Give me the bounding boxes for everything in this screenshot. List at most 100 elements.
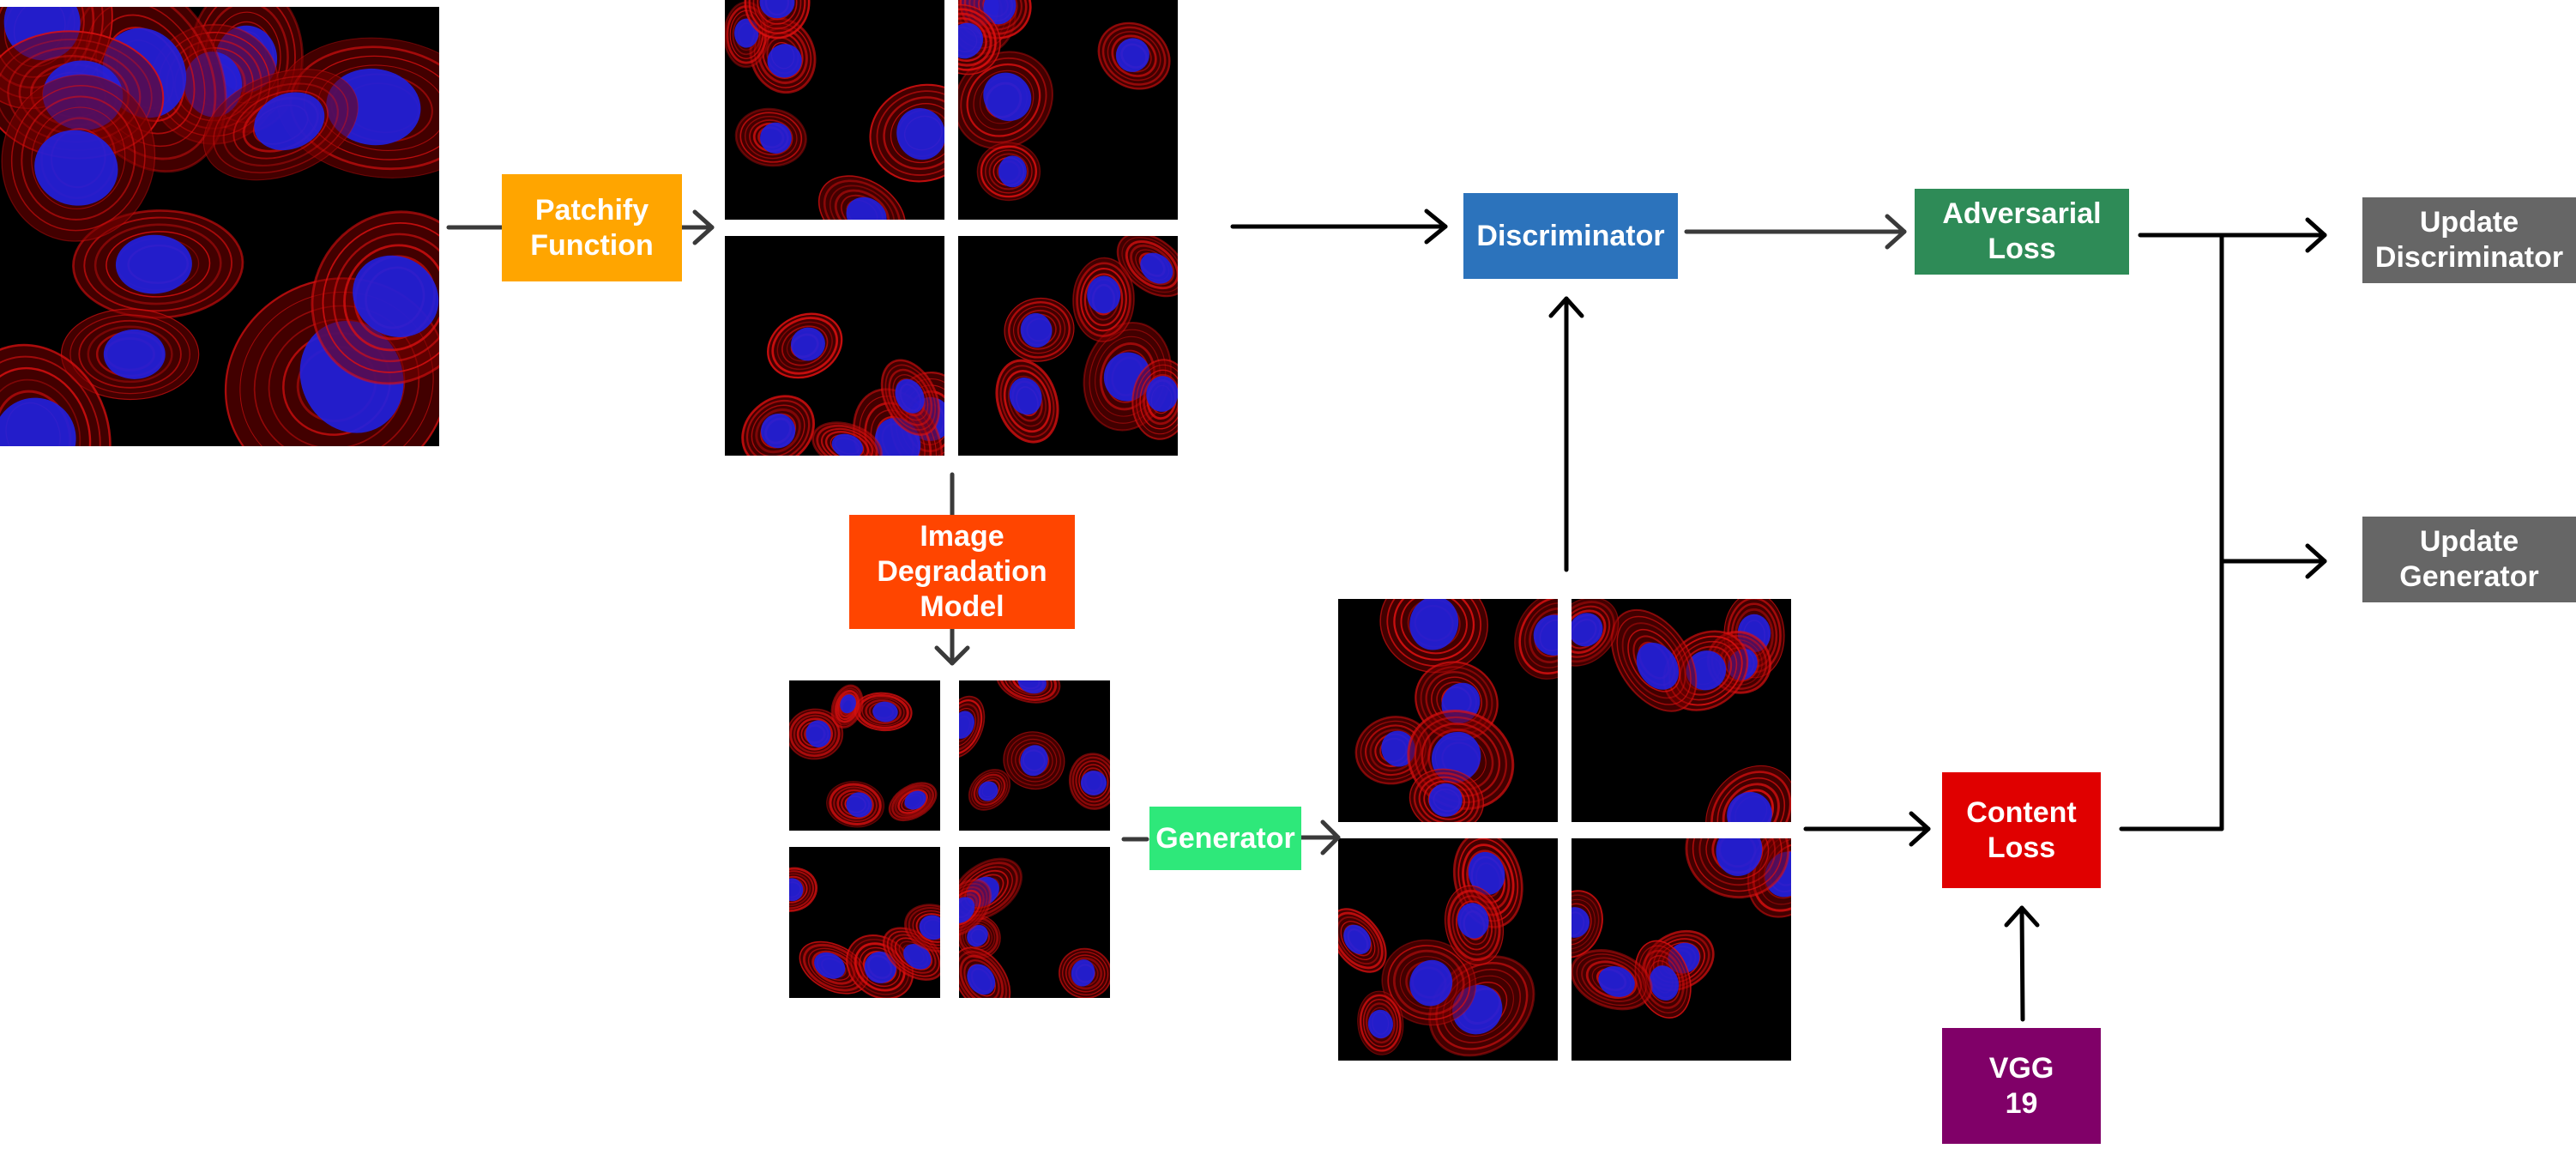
cell — [1381, 939, 1477, 1026]
nucleus — [103, 329, 166, 379]
nucleus — [759, 0, 795, 19]
nucleus — [958, 22, 984, 59]
cell — [1445, 885, 1504, 966]
nucleus — [1140, 252, 1173, 284]
cell — [1131, 359, 1178, 440]
nucleus — [115, 234, 192, 294]
hr-patch — [725, 0, 944, 220]
cell — [959, 879, 992, 937]
cell — [1, 74, 156, 242]
cell — [734, 107, 807, 167]
hr-patch — [958, 236, 1178, 456]
generator-label: Generator — [1155, 821, 1295, 855]
nucleus — [831, 433, 864, 456]
cell — [1003, 731, 1065, 790]
lr-patch — [789, 847, 940, 998]
cell — [817, 175, 907, 220]
nucleus — [0, 397, 76, 446]
lr-patch — [789, 680, 940, 831]
nucleus — [1598, 965, 1635, 997]
content-loss-label: Content Loss — [1966, 795, 2077, 864]
nucleus — [1020, 312, 1053, 348]
nucleus — [1727, 791, 1772, 822]
cell — [959, 946, 1011, 998]
nucleus — [1115, 38, 1149, 72]
cell — [1572, 599, 1620, 667]
cell — [1338, 908, 1387, 973]
nucleus — [998, 155, 1027, 188]
cell — [1572, 890, 1603, 958]
nucleus — [1146, 376, 1178, 412]
nucleus — [1009, 378, 1042, 415]
cell — [1514, 599, 1558, 680]
nucleus — [919, 915, 940, 940]
nucleus — [967, 924, 988, 947]
cell — [767, 312, 843, 379]
nucleus — [1457, 903, 1489, 939]
nucleus — [760, 414, 796, 449]
nucleus — [1367, 1009, 1394, 1039]
cell — [958, 51, 1054, 150]
nucleus — [767, 44, 802, 78]
cell — [958, 3, 1001, 76]
cell — [0, 343, 112, 446]
cell — [880, 359, 940, 436]
nucleus — [1020, 745, 1048, 777]
cell — [1097, 21, 1171, 90]
update-discriminator-box: Update Discriminator — [2362, 197, 2576, 283]
generator-box: Generator — [1149, 807, 1301, 870]
cell — [72, 209, 244, 319]
cell — [202, 69, 359, 181]
nucleus — [959, 710, 974, 739]
cell — [968, 768, 1011, 811]
nucleus — [760, 122, 792, 154]
nucleus — [1716, 838, 1763, 876]
nucleus — [959, 897, 975, 923]
nucleus — [1381, 730, 1415, 767]
cell — [1116, 236, 1178, 298]
nucleus — [814, 952, 846, 979]
nucleus — [967, 964, 996, 995]
cell — [1409, 768, 1485, 822]
nucleus — [1080, 771, 1107, 795]
input-microscopy-image — [0, 7, 439, 446]
lr-patch — [959, 680, 1110, 831]
cell — [744, 0, 811, 39]
nucleus — [1409, 599, 1459, 650]
nucleus — [254, 92, 325, 151]
cell — [996, 680, 1061, 704]
nucleus — [353, 255, 439, 338]
discriminator-box: Discriminator — [1463, 193, 1678, 279]
nucleus — [1071, 959, 1095, 987]
cell — [888, 782, 938, 822]
sr-patch — [1572, 838, 1791, 1061]
update-generator-box: Update Generator — [2362, 517, 2576, 602]
cell — [811, 421, 883, 456]
nucleus — [846, 197, 887, 220]
cell — [1058, 947, 1110, 998]
cell — [1705, 765, 1791, 822]
patchify-label: Patchify Function — [530, 193, 654, 262]
sr-patch — [1572, 599, 1791, 822]
nucleus — [1572, 613, 1603, 647]
cell — [1685, 838, 1790, 899]
nucleus — [896, 107, 944, 160]
cell — [869, 83, 944, 183]
nucleus — [34, 130, 118, 206]
cell — [976, 142, 1041, 202]
sr-patch — [1338, 599, 1558, 822]
cell — [1379, 599, 1489, 674]
nucleus — [1572, 907, 1590, 938]
sr-patch — [1338, 838, 1558, 1061]
update-discriminator-label: Update Discriminator — [2374, 206, 2564, 274]
image-degradation-model-box: Image Degradation Model — [849, 515, 1075, 629]
nucleus — [903, 943, 932, 970]
content-loss-box: Content Loss — [1942, 772, 2101, 888]
hr-patch — [725, 236, 944, 456]
nucleus — [1017, 680, 1047, 694]
nucleus — [983, 72, 1032, 122]
nucleus — [791, 327, 825, 361]
cell — [1068, 753, 1110, 810]
nucleus — [1343, 924, 1372, 955]
